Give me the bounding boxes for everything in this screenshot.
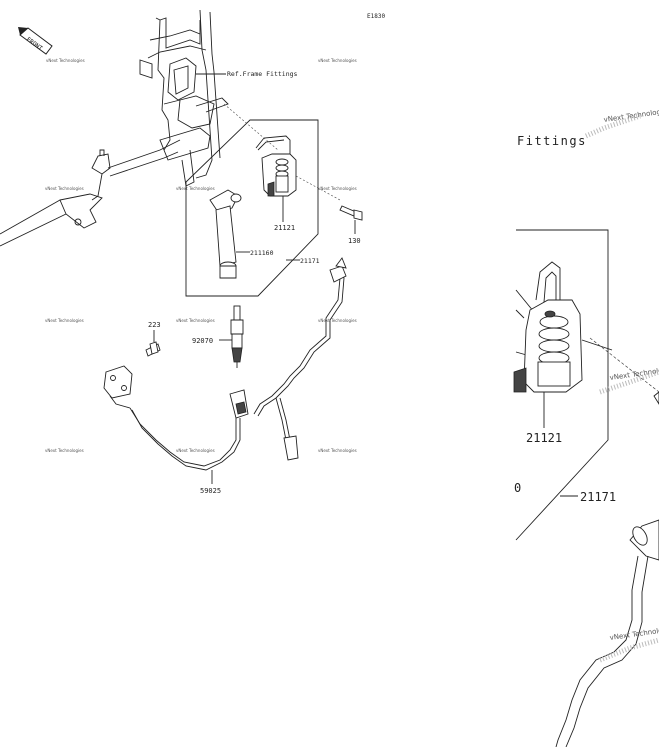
part-59025-label: 59025 (200, 487, 221, 495)
zoom-fragment-label: 0 (514, 481, 521, 495)
wire-harness (129, 257, 347, 471)
part-21171-label: 21171 (300, 257, 320, 265)
part-21121-label: 21121 (274, 224, 295, 232)
part-130-label: 130 (348, 237, 361, 245)
svg-text:vNext Technologies: vNext Technologies (176, 318, 215, 323)
svg-text:vNext Technologies: vNext Technologies (318, 448, 357, 453)
svg-text:vNext Technologies: vNext Technologies (318, 186, 357, 191)
svg-text:vNext Technologies: vNext Technologies (45, 448, 84, 453)
part-92070-label: 92070 (192, 337, 213, 345)
zoom-coil-label: 21121 (526, 431, 562, 445)
zoom-watermark-top: vNext Technologies (603, 107, 659, 124)
zoom-cable (555, 519, 659, 747)
spark-plug (230, 305, 244, 368)
diagram-code: E1830 (367, 13, 385, 20)
plug-cap (209, 189, 242, 279)
zoom-bolt-fragment (653, 391, 659, 405)
ignition-coil (255, 135, 297, 197)
pickup-coil (103, 341, 161, 409)
part-211160-label: 211160 (250, 249, 274, 257)
zoom-cable-label: 21171 (580, 490, 616, 504)
svg-text:vNext Technologies: vNext Technologies (176, 186, 215, 191)
zoom-box (515, 229, 609, 541)
zoomed-detail: Fittings vNext Technologies vNext Techno… (513, 107, 659, 747)
svg-text:vNext Technologies: vNext Technologies (318, 58, 357, 63)
coil-mount-leader (223, 103, 279, 151)
zoom-ref-fragment: Fittings (517, 134, 587, 148)
overview-diagram: E1830 FRONT (0, 9, 385, 495)
watermarks: vNext Technologies vNext Technologies vN… (45, 58, 357, 453)
ref-frame-fittings-label: Ref.Frame Fittings (227, 70, 298, 78)
frame-fittings (0, 9, 229, 247)
bolt-leader (295, 175, 341, 201)
svg-text:vNext Technologies: vNext Technologies (45, 318, 84, 323)
zoom-watermark-bottom: vNext Technologies (609, 625, 659, 642)
svg-text:vNext Technologies: vNext Technologies (45, 186, 84, 191)
zoom-ignition-coil (513, 261, 613, 393)
zoom-watermark-stipple (584, 113, 641, 139)
svg-text:vNext Technologies: vNext Technologies (176, 448, 215, 453)
svg-text:vNext Technologies: vNext Technologies (46, 58, 85, 63)
part-223-label: 223 (148, 321, 161, 329)
front-arrow-icon: FRONT (18, 27, 53, 55)
zoom-frame-stub (515, 289, 535, 313)
subassembly-box (185, 119, 319, 297)
svg-text:vNext Technologies: vNext Technologies (318, 318, 357, 323)
bolt-130 (339, 205, 363, 221)
